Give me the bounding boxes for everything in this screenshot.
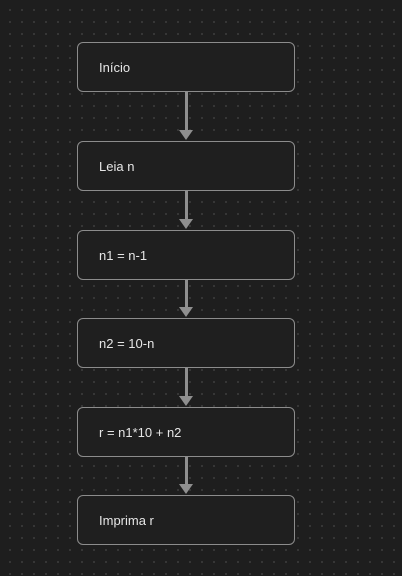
node-leia-n[interactable]: Leia n bbox=[77, 141, 295, 191]
node-imprima-r[interactable]: Imprima r bbox=[77, 495, 295, 545]
node-inicio[interactable]: Início bbox=[77, 42, 295, 92]
node-n2-assign[interactable]: n2 = 10-n bbox=[77, 318, 295, 368]
node-n1-assign[interactable]: n1 = n-1 bbox=[77, 230, 295, 280]
node-r-assign[interactable]: r = n1*10 + n2 bbox=[77, 407, 295, 457]
